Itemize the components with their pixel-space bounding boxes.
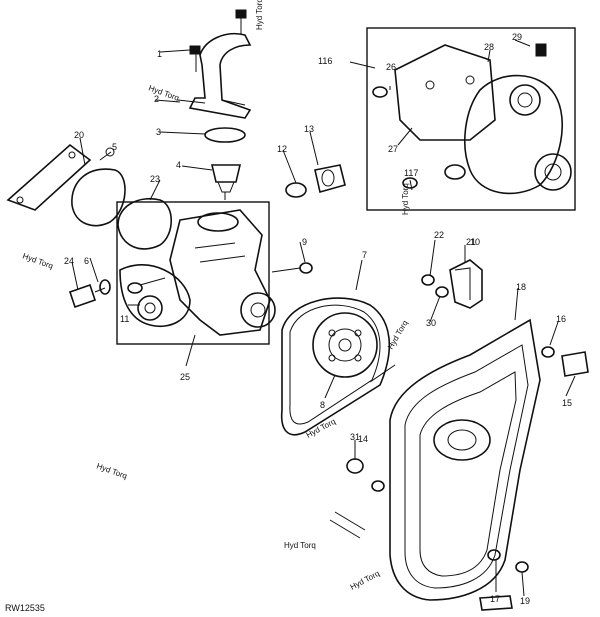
callout: 5 — [112, 142, 117, 152]
callout: 1 — [157, 49, 162, 59]
torque-note: Hyd Torq — [401, 183, 410, 215]
torque-note: Hyd Torq — [386, 319, 410, 351]
callout: 9 — [302, 237, 307, 247]
callout: 16 — [556, 314, 566, 324]
timing-cover — [389, 318, 541, 601]
gasket-ring — [204, 127, 246, 143]
thermostat-elbow — [177, 9, 252, 119]
callouts: 1 2 3 4 5 6 7 8 9 10 11 12 13 14 15 16 1… — [64, 32, 572, 606]
pump-subassembly — [372, 43, 572, 195]
callout: 117 — [404, 168, 418, 178]
leader-lines — [71, 39, 576, 597]
torque-note: Hyd Torq — [255, 0, 264, 30]
callout: 12 — [277, 144, 287, 154]
callout: 22 — [434, 230, 444, 240]
callout: 4 — [176, 160, 181, 170]
callout: 15 — [562, 398, 572, 408]
callout: 8 — [320, 400, 325, 410]
callout: 7 — [362, 250, 367, 260]
torque-note: Hyd Torq — [305, 417, 337, 440]
thermostat — [210, 164, 242, 200]
callout: 25 — [180, 372, 190, 382]
center-subassembly-box — [116, 201, 270, 345]
fan-belt — [280, 297, 391, 436]
callout: 27 — [388, 144, 398, 154]
callout: 31 — [350, 432, 360, 442]
callout: 28 — [484, 42, 494, 52]
drain-fitting — [68, 279, 111, 309]
callout: 2 — [154, 94, 159, 104]
torque-note: Hyd Torq — [349, 569, 381, 592]
callout: 6 — [84, 256, 89, 266]
callout: 24 — [64, 256, 74, 266]
callout: 3 — [156, 127, 161, 137]
callout: 17 — [490, 594, 500, 604]
torque-note: Hyd Torq — [147, 83, 180, 102]
callout: 116 — [318, 56, 332, 66]
callout: 10 — [470, 237, 480, 247]
figure-id: RW12535 — [5, 603, 45, 613]
left-covers — [6, 143, 173, 250]
callout: 18 — [516, 282, 526, 292]
callout: 23 — [150, 174, 160, 184]
callout: 14 — [358, 434, 368, 444]
fan-pulley — [312, 312, 378, 378]
callout: 30 — [426, 318, 436, 328]
callout: 29 — [512, 32, 522, 42]
torque-note: Hyd Torq — [95, 461, 128, 480]
callout: 19 — [520, 596, 530, 606]
lower-fittings — [329, 458, 529, 611]
callout: 26 — [386, 62, 396, 72]
callout: 21 — [466, 237, 476, 247]
belt-bracket — [449, 259, 483, 309]
pump-bolt — [271, 262, 313, 274]
torque-note: Hyd Torq — [21, 251, 54, 270]
callout: 13 — [304, 124, 314, 134]
callout: 20 — [74, 130, 84, 140]
pump-subassembly-box — [366, 27, 576, 211]
torque-annotations: Hyd Torq Hyd Torq Hyd Torq Hyd Torq Hyd … — [21, 0, 410, 592]
plug-fitting — [285, 164, 346, 198]
callout: 11 — [120, 314, 129, 324]
cover-seal — [541, 346, 589, 377]
water-pump-housing — [119, 209, 276, 336]
torque-note: Hyd Torq — [284, 541, 316, 550]
